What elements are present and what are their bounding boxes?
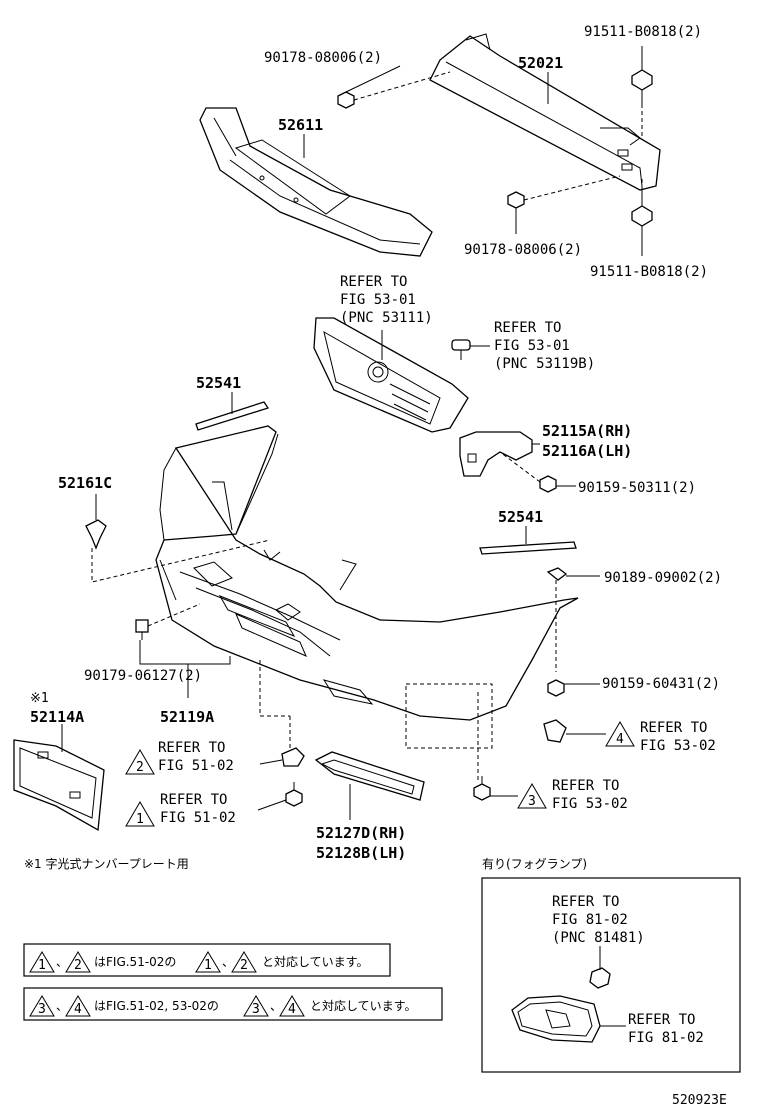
grille-ref-line3: (PNC 53111)	[340, 310, 433, 326]
nut-90178-bottom	[507, 175, 621, 234]
label-52161C: 52161C	[58, 474, 112, 492]
label-90189: 90189-09002(2)	[604, 570, 722, 586]
svg-text:1: 1	[136, 812, 144, 827]
svg-text:、: 、	[270, 999, 282, 1013]
svg-text:3: 3	[528, 794, 536, 809]
label-52021: 52021	[518, 54, 563, 72]
svg-text:4: 4	[288, 1002, 296, 1017]
energy-absorber-52611	[199, 107, 433, 257]
label-52114A: 52114A	[30, 708, 84, 726]
ref1-line1: REFER TO	[160, 792, 227, 808]
screw-90159-60431	[547, 679, 600, 697]
svg-text:1: 1	[204, 958, 212, 973]
ref1-line2: FIG 51-02	[160, 810, 236, 826]
label-52115A: 52115A(RH)	[542, 422, 632, 440]
bumper-cover-52119A	[155, 425, 579, 721]
svg-text:と対応しています。: と対応しています。	[310, 999, 416, 1013]
svg-text:2: 2	[136, 760, 144, 775]
svg-text:3: 3	[252, 1002, 260, 1017]
clip-90189	[546, 567, 600, 672]
bumper-reinforcement-52021	[429, 33, 661, 191]
svg-text:、: 、	[56, 955, 68, 969]
legend-row-2: 3 、 4 はFIG.51-02, 53-02の 3 、 4 と対応しています。	[23, 987, 443, 1021]
ref2-line2: FIG 51-02	[158, 758, 234, 774]
grille-ref-line2: FIG 53-01	[340, 292, 416, 308]
ref4-line1: REFER TO	[640, 720, 707, 736]
svg-text:2: 2	[240, 958, 248, 973]
bolt-ref1	[257, 782, 303, 811]
triangle-3-icon: 3	[517, 783, 547, 809]
fog-ref-side-line2: FIG 81-02	[628, 1030, 704, 1046]
clip-ref-line3: (PNC 53119B)	[494, 356, 595, 372]
label-90179: 90179-06127(2)	[84, 668, 202, 684]
legend-row-1: 1 、 2 はFIG.51-02の 1 、 2 と対応しています。	[23, 943, 391, 977]
svg-text:3: 3	[38, 1002, 46, 1017]
ref2-line1: REFER TO	[158, 740, 225, 756]
label-91511-top: 91511-B0818(2)	[584, 24, 702, 40]
fog-ref-side-line1: REFER TO	[628, 1012, 695, 1028]
label-90159-60431: 90159-60431(2)	[602, 676, 720, 692]
label-90178-top: 90178-08006(2)	[264, 50, 382, 66]
grille-clip	[451, 339, 490, 360]
label-52541-upper: 52541	[196, 374, 241, 392]
nut-90178-top	[337, 65, 451, 109]
license-bracket-52114A	[13, 724, 105, 832]
label-52127D: 52127D(RH)	[316, 824, 406, 842]
clip-90179	[135, 603, 231, 665]
label-52116A: 52116A(LH)	[542, 442, 632, 460]
triangle-4-icon: 4	[605, 721, 635, 747]
grille-ref-line1: REFER TO	[340, 274, 407, 290]
fog-bulb-socket	[589, 967, 611, 989]
svg-text:4: 4	[74, 1002, 82, 1017]
note1-mark: ※1	[30, 691, 49, 706]
label-91511-bottom: 91511-B0818(2)	[590, 264, 708, 280]
bolt-ref3	[473, 776, 518, 801]
label-52128B: 52128B(LH)	[316, 844, 406, 862]
triangle-2-icon: 2	[125, 749, 155, 775]
moulding-52541-lower	[479, 526, 577, 555]
screw-90159-50311	[499, 451, 576, 493]
label-52119A: 52119A	[160, 708, 214, 726]
ref3-line1: REFER TO	[552, 778, 619, 794]
label-52611: 52611	[278, 116, 323, 134]
svg-text:2: 2	[74, 958, 82, 973]
svg-text:1: 1	[38, 958, 46, 973]
radiator-grille	[313, 317, 469, 433]
clip-ref2	[281, 747, 305, 767]
fog-ref-top-line3: (PNC 81481)	[552, 930, 645, 946]
fog-ref-top-line1: REFER TO	[552, 894, 619, 910]
retainer-ref4	[543, 719, 606, 743]
svg-text:はFIG.51-02の: はFIG.51-02の	[94, 955, 176, 969]
bolt-91511-top	[631, 46, 653, 140]
clip-ref-line2: FIG 53-01	[494, 338, 570, 354]
drawing-code: 520923E	[672, 1093, 727, 1108]
label-90178-bottom: 90178-08006(2)	[464, 242, 582, 258]
fog-cover-52127D	[314, 751, 425, 820]
triangle-1-icon: 1	[125, 801, 155, 827]
bracket-52115A	[459, 431, 540, 477]
svg-text:と対応しています。: と対応しています。	[262, 955, 368, 969]
label-52541-lower: 52541	[498, 508, 543, 526]
moulding-52541-upper	[195, 392, 270, 431]
fog-lamp-box	[481, 877, 741, 1073]
ref3-line2: FIG 53-02	[552, 796, 628, 812]
svg-text:、: 、	[56, 999, 68, 1013]
clip-ref-line1: REFER TO	[494, 320, 561, 336]
fog-lamp	[511, 995, 626, 1043]
svg-text:はFIG.51-02, 53-02の: はFIG.51-02, 53-02の	[94, 999, 219, 1013]
bolt-91511-bottom	[631, 176, 653, 256]
svg-text:4: 4	[616, 732, 624, 747]
footnote: ※1 字光式ナンバープレート用	[24, 856, 189, 871]
fog-title: 有り(フォグランプ)	[482, 857, 587, 871]
ref4-line2: FIG 53-02	[640, 738, 716, 754]
retainer-52161C	[85, 494, 271, 583]
fog-ref-top-line2: FIG 81-02	[552, 912, 628, 928]
svg-text:、: 、	[222, 955, 234, 969]
label-90159-50311: 90159-50311(2)	[578, 480, 696, 496]
